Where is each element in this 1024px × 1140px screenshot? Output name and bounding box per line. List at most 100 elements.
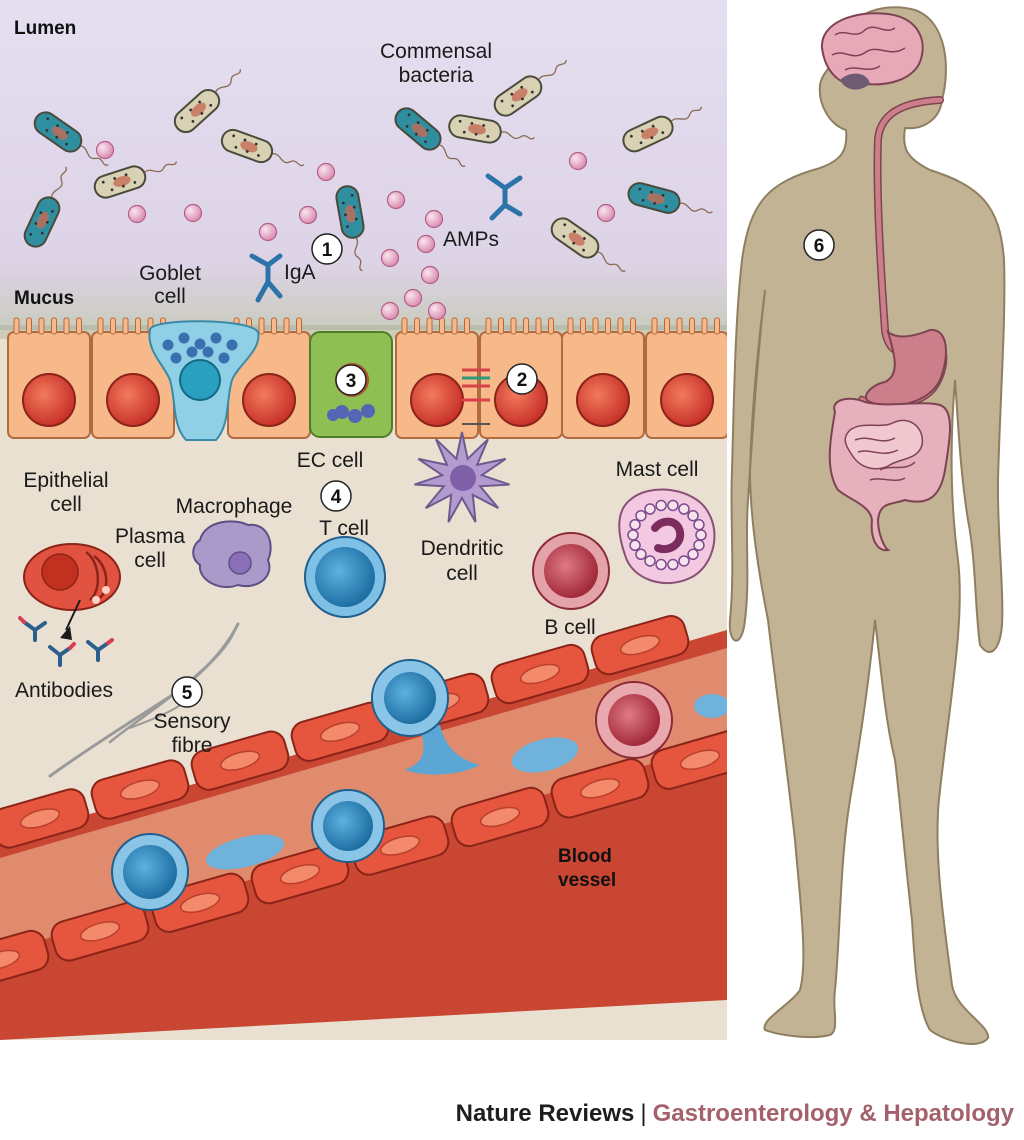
- svg-text:4: 4: [331, 487, 342, 508]
- plasma-cell: [23, 543, 121, 640]
- microvillus: [714, 317, 720, 335]
- microvillus: [523, 317, 529, 335]
- blood-b-cell-core: [608, 694, 660, 746]
- plasma-label-line2: cell: [134, 549, 166, 572]
- amp-molecule: [380, 301, 400, 321]
- mast-granule: [687, 509, 699, 522]
- marker-3: 3: [335, 364, 367, 396]
- marker-2: 2: [506, 363, 538, 395]
- goblet-label-line2: cell: [154, 285, 186, 308]
- endothelial-nucleus: [579, 778, 621, 799]
- blood-vessel-label-line2: vessel: [558, 870, 616, 891]
- bacterium-nucleoid: [641, 127, 659, 140]
- bacterium-nucleoid: [36, 211, 49, 229]
- amp-molecule: [424, 209, 444, 229]
- amp-molecule: [298, 205, 318, 225]
- microvillus: [592, 317, 599, 335]
- small-intestine: [844, 419, 924, 482]
- svg-text:6: 6: [814, 236, 825, 257]
- endothelial-cell: [650, 729, 727, 790]
- flagellum: [436, 143, 466, 167]
- bacterium-nucleoid: [191, 102, 206, 117]
- lumen-background: [0, 0, 727, 330]
- mast-granule: [667, 499, 679, 512]
- vessel-plasma-patch: [206, 834, 284, 870]
- goblet-granule: [186, 346, 198, 358]
- endothelial-cell: [490, 643, 590, 705]
- sensory-label-line1: Sensory: [153, 710, 231, 733]
- blood-t-cell-core: [123, 845, 177, 899]
- mast-granule: [693, 539, 705, 552]
- mast-granule: [693, 518, 705, 531]
- amp-molecule: [568, 151, 588, 171]
- flagellum: [77, 145, 109, 166]
- endothelial-cell: [90, 759, 190, 820]
- amp-molecule: [380, 248, 400, 268]
- flagellum: [669, 106, 703, 125]
- goblet-label-line1: Goblet: [139, 262, 201, 285]
- microvillus: [676, 317, 683, 335]
- microvillus: [97, 317, 104, 335]
- microvillus: [510, 317, 517, 335]
- mast-granule: [655, 499, 667, 512]
- tight-junction: [462, 368, 490, 425]
- amp-molecule: [420, 265, 440, 285]
- mast-granule: [667, 558, 679, 571]
- svg-text:1: 1: [322, 240, 333, 261]
- mast-granule: [644, 503, 656, 515]
- vessel-plasma-patch: [511, 737, 579, 773]
- mast-granule: [627, 529, 639, 541]
- amp-molecule: [427, 301, 447, 321]
- epithelial-nucleus: [22, 373, 76, 427]
- bacterium-nucleoid: [511, 88, 528, 102]
- flagellum: [51, 166, 67, 201]
- microvillus: [13, 317, 20, 335]
- endothelial-nucleus: [279, 863, 321, 885]
- epithelial-cell: [561, 317, 645, 439]
- microvillus: [76, 317, 82, 335]
- bacterium: [622, 106, 703, 153]
- microvillus: [283, 317, 290, 335]
- digestive-tract: [828, 96, 951, 552]
- mast-granule: [629, 539, 641, 552]
- journal-name: Nature Reviews: [455, 1100, 635, 1127]
- mast-granule: [655, 558, 667, 571]
- amp-molecule: [596, 203, 616, 223]
- microvillus: [605, 317, 611, 335]
- marker-5: 5: [171, 676, 203, 708]
- flagellum: [594, 251, 626, 272]
- marker-6: 6: [803, 229, 835, 261]
- commensal-bacteria-group: [23, 59, 713, 272]
- flagellum: [269, 152, 305, 167]
- human-body: [728, 6, 1006, 1045]
- endothelial-nucleus: [479, 806, 521, 828]
- goblet-granule: [194, 338, 206, 350]
- microvillus: [485, 317, 492, 335]
- microvillus: [414, 317, 420, 335]
- bacterium: [335, 185, 365, 272]
- mucus-label: Mucus: [14, 288, 74, 309]
- epithelial-nucleus: [106, 373, 160, 427]
- credit-separator: |: [640, 1100, 647, 1127]
- bacterium-nucleoid: [468, 124, 486, 135]
- extravasating-t-cell-tail: [405, 725, 480, 775]
- antibodies-label: Antibodies: [15, 679, 113, 702]
- epithelial-cell: [645, 317, 727, 439]
- microvillus: [135, 317, 141, 335]
- mast-granule: [635, 509, 647, 522]
- endothelial-cell: [0, 929, 50, 991]
- microvillus: [296, 317, 302, 335]
- microvillus: [271, 317, 277, 335]
- goblet-granule: [218, 352, 230, 364]
- bacterium: [93, 161, 178, 199]
- blood-vessel-label-line1: Blood: [558, 846, 612, 867]
- bacterium-nucleoid: [113, 175, 131, 187]
- mast-granule: [695, 529, 707, 541]
- amp-group: [95, 140, 616, 321]
- amp-molecule: [258, 222, 278, 242]
- commensal-label-line2: bacteria: [399, 64, 474, 87]
- microvillus: [451, 317, 458, 335]
- mast-granule: [678, 503, 690, 515]
- endothelial-cell: [190, 730, 290, 791]
